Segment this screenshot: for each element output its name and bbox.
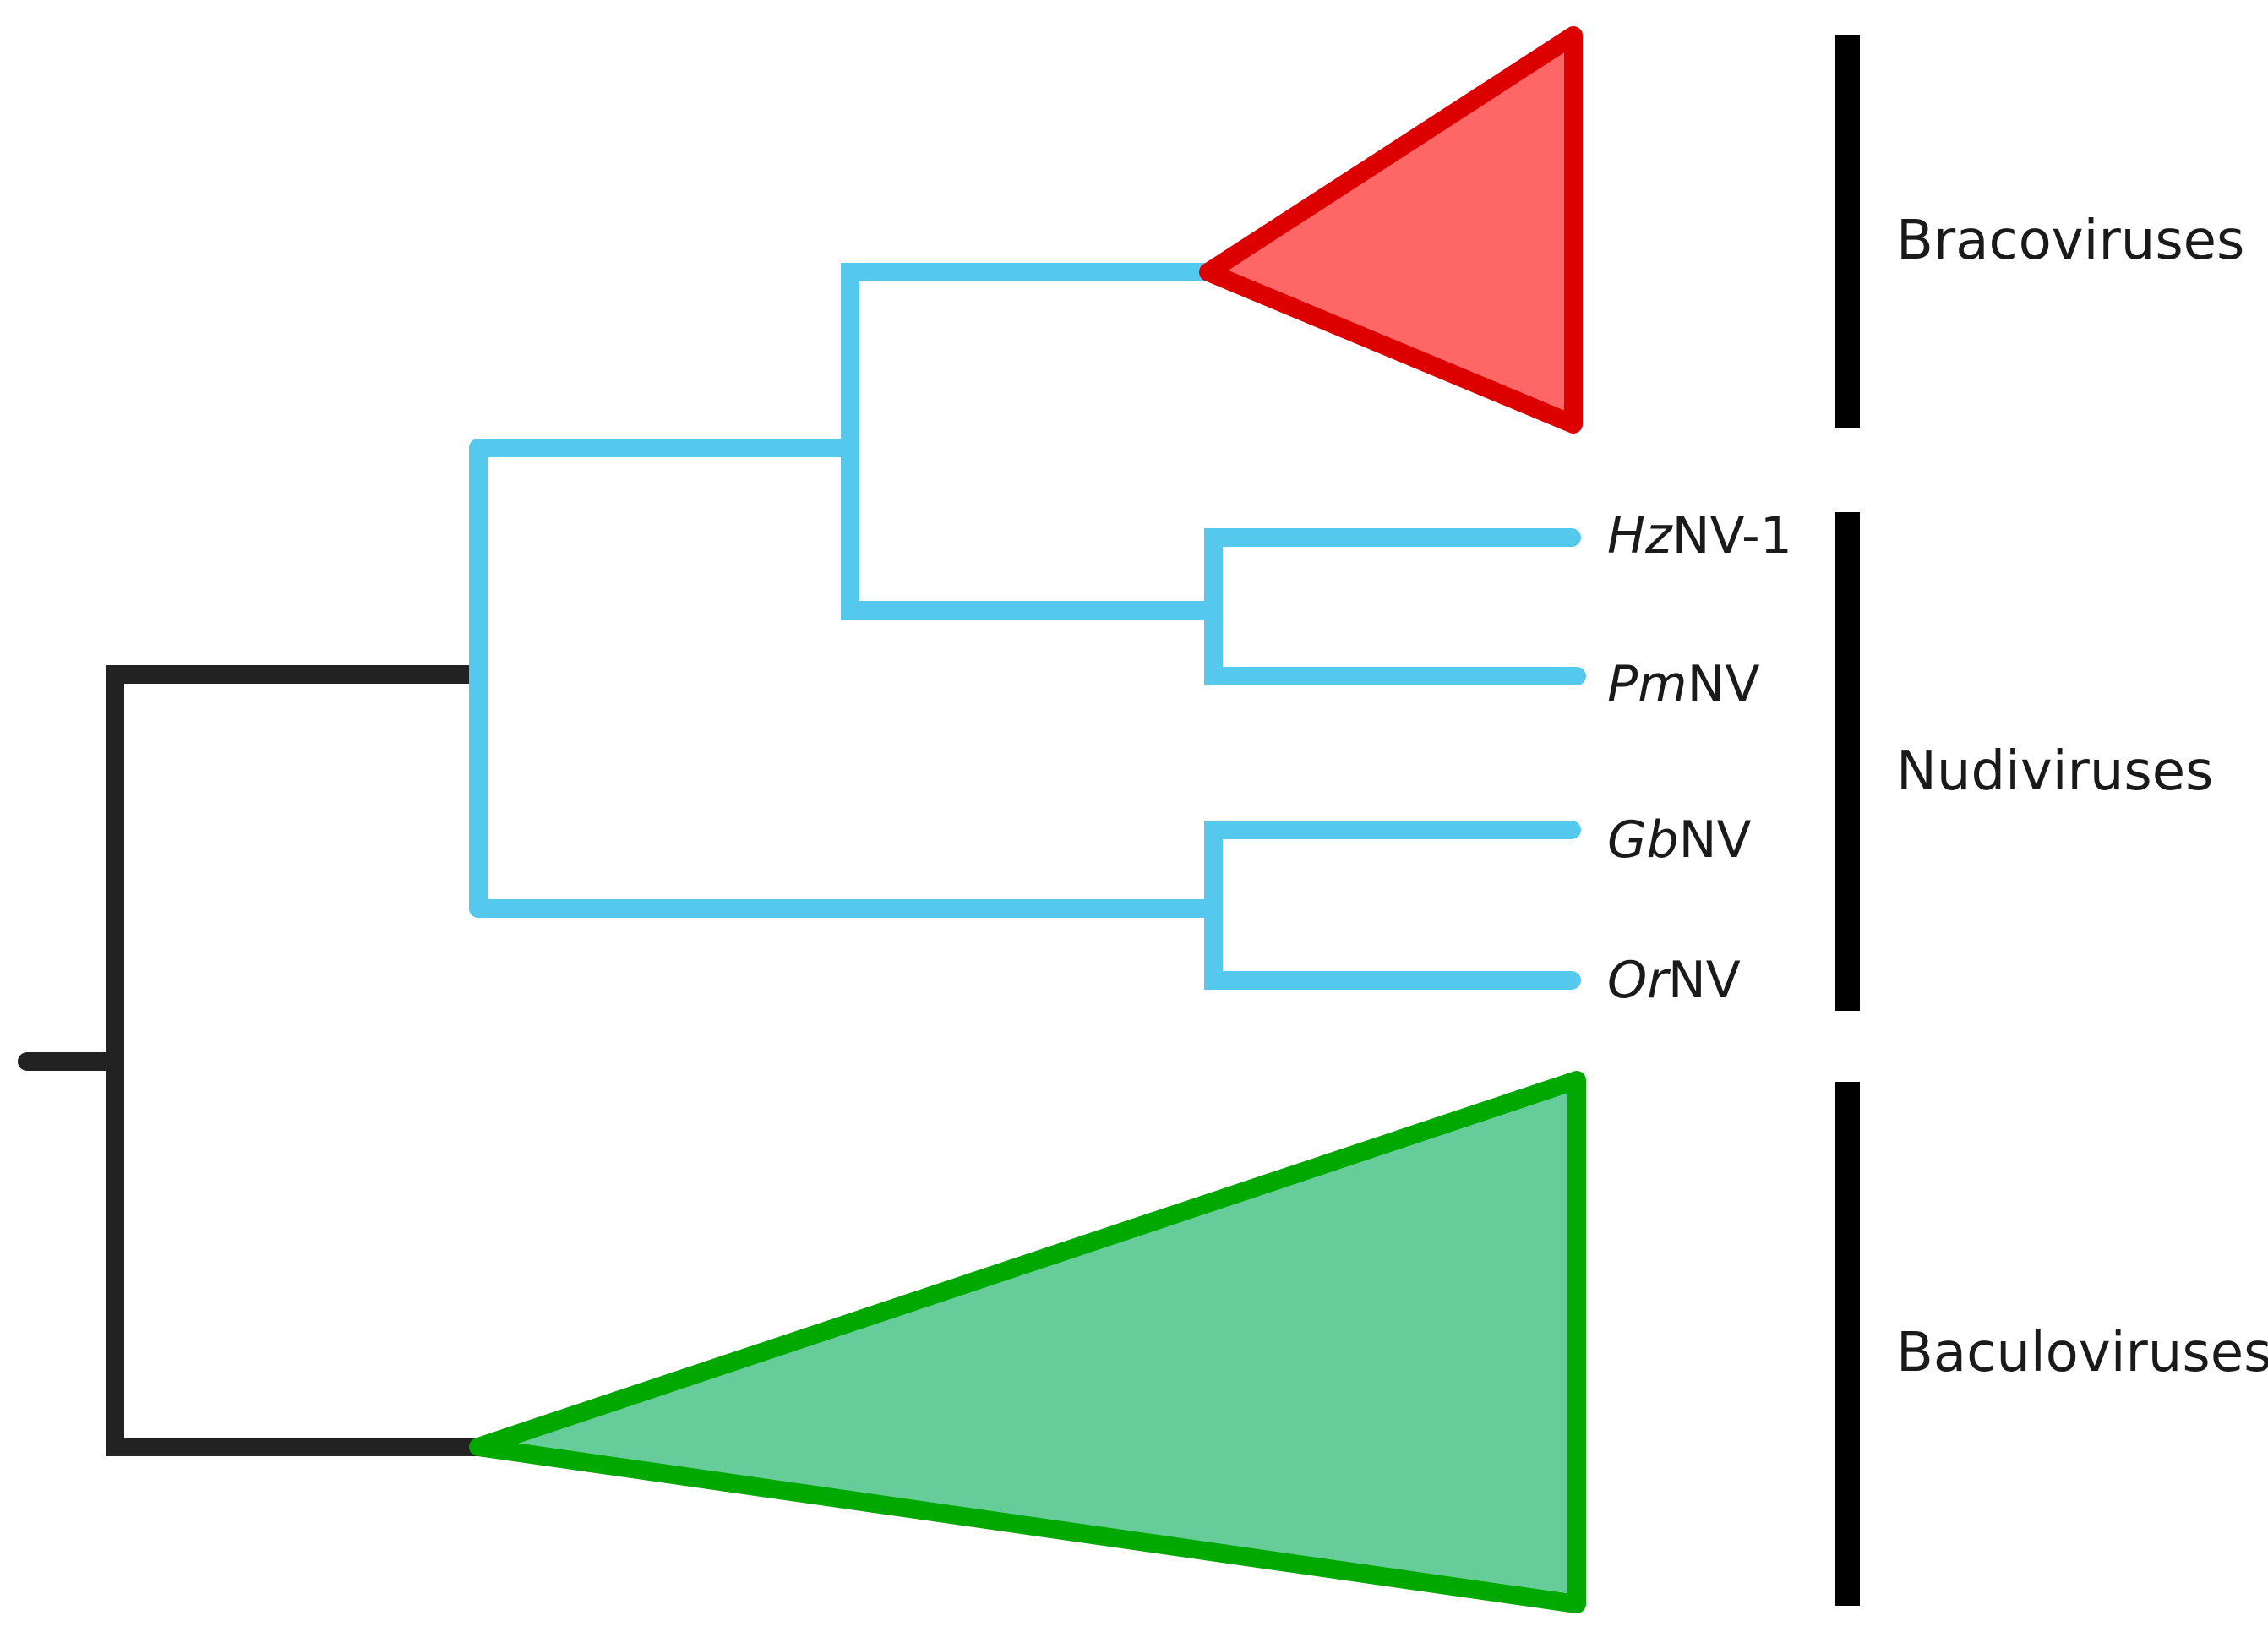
taxon-label-ornv: OrNV <box>1607 951 1741 1010</box>
hznv-pmnv-bracket <box>1204 528 1586 685</box>
upper-clade-bracket <box>469 263 1223 620</box>
group-label-bracoviruses: Bracoviruses <box>1896 210 2244 272</box>
baculovirus-clade-triangle <box>469 1071 1586 1613</box>
lower-clade-bracket <box>469 821 1581 990</box>
group-label-baculoviruses: Baculoviruses <box>1896 1322 2268 1384</box>
taxon-label-pmnv: PmNV <box>1607 655 1760 714</box>
taxon-label-gbnv: GbNV <box>1607 811 1752 870</box>
nudivirus-branches <box>469 263 1586 990</box>
bracovirus-clade-triangle <box>1199 26 1583 434</box>
group-label-nudiviruses: Nudiviruses <box>1896 740 2213 803</box>
root-node-bracket <box>106 665 488 1456</box>
taxon-label-hznv: HzNV-1 <box>1607 506 1792 565</box>
root-branches <box>18 665 488 1456</box>
